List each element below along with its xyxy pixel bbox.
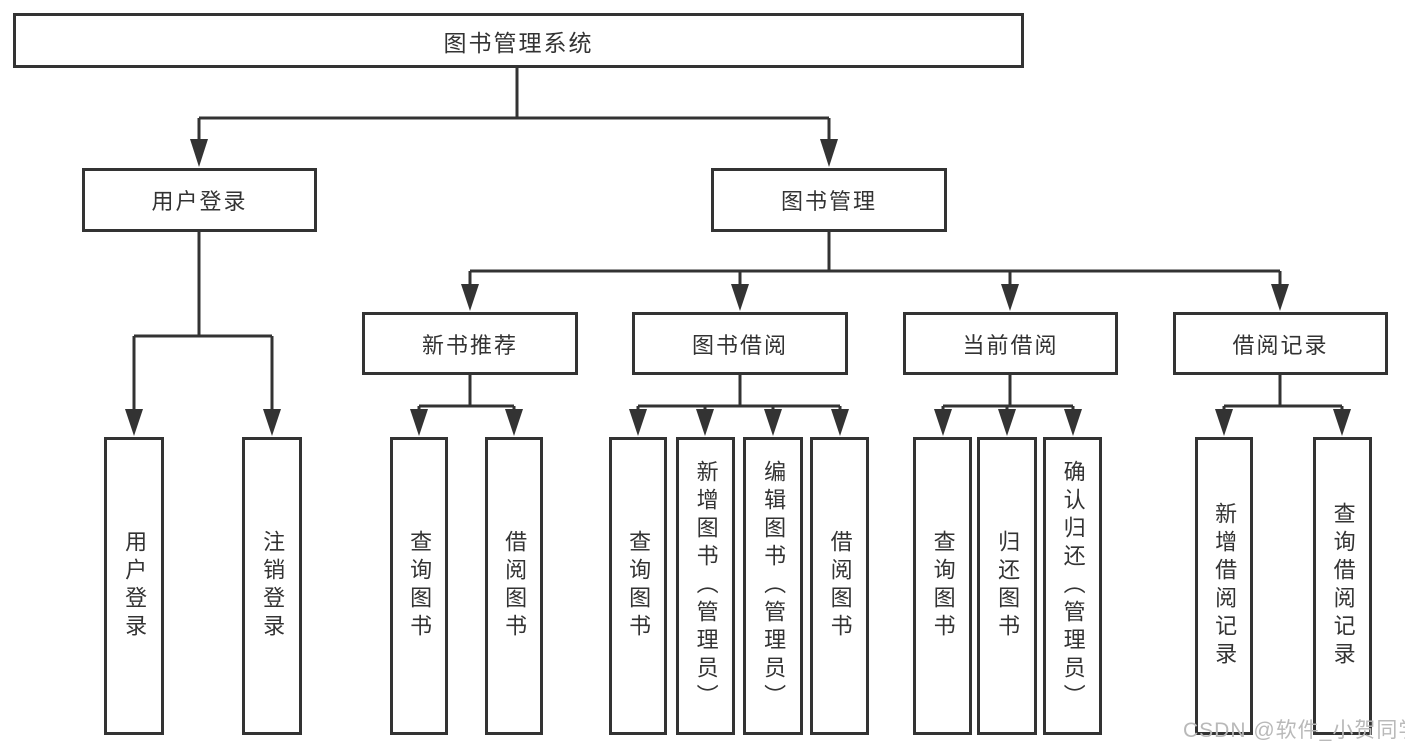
leaf-edit-book-admin: 编辑图书（管理员） [743, 437, 803, 735]
arrowhead [998, 409, 1016, 436]
node-library-management-system: 图书管理系统 [13, 13, 1024, 68]
arrowhead [1064, 409, 1082, 436]
node-label: 确认归还（管理员） [1060, 460, 1086, 712]
leaf-add-borrow-record: 新增借阅记录 [1195, 437, 1253, 735]
arrowhead [125, 409, 143, 436]
node-label: 新书推荐 [421, 332, 518, 358]
node-label: 借阅图书 [502, 530, 528, 642]
arrowhead [190, 139, 208, 167]
node-book-management: 图书管理 [711, 168, 947, 232]
node-label: 用户登录 [151, 189, 248, 214]
node-label: 图书管理 [780, 189, 877, 214]
leaf-query-book-recommend: 查询图书 [390, 437, 448, 735]
arrowhead [1215, 409, 1233, 436]
leaf-query-book-borrow: 查询图书 [609, 437, 667, 735]
leaf-borrow-book: 借阅图书 [810, 437, 869, 735]
node-current-borrow: 当前借阅 [903, 312, 1118, 375]
node-user-login: 用户登录 [82, 168, 317, 232]
arrowhead [696, 409, 714, 436]
arrowhead [629, 409, 647, 436]
connector-paths [132, 68, 1344, 412]
arrowhead [1333, 409, 1351, 436]
node-label: 图书借阅 [691, 332, 788, 358]
leaf-add-book-admin: 新增图书（管理员） [676, 437, 735, 735]
node-label: 注销登录 [260, 530, 286, 642]
leaf-borrow-book-recommend: 借阅图书 [485, 437, 543, 735]
leaf-query-book-current: 查询图书 [913, 437, 972, 735]
arrowhead [764, 409, 782, 436]
arrowhead [461, 284, 479, 311]
connector-manage-to-level3 [468, 232, 1282, 287]
node-book-borrow: 图书借阅 [632, 312, 848, 375]
node-label: 当前借阅 [962, 332, 1059, 358]
arrowhead [831, 409, 849, 436]
node-label: 新增图书（管理员） [693, 460, 719, 712]
arrowhead [1001, 284, 1019, 311]
arrowhead [505, 409, 523, 436]
connector-recommend-to-leaves [417, 375, 516, 412]
node-label: 归还图书 [995, 530, 1021, 642]
node-label: 借阅记录 [1232, 332, 1329, 358]
node-label: 新增借阅记录 [1212, 502, 1238, 670]
arrowhead [731, 284, 749, 311]
leaf-user-login: 用户登录 [104, 437, 164, 735]
node-label: 查询借阅记录 [1330, 502, 1356, 670]
connector-record-to-leaves [1222, 375, 1344, 412]
node-new-book-recommend: 新书推荐 [362, 312, 578, 375]
node-label: 图书管理系统 [443, 29, 594, 56]
leaf-return-book: 归还图书 [977, 437, 1037, 735]
connector-arrowheads [125, 139, 1351, 436]
watermark: CSDN @软件_小贺同学 [1183, 719, 1405, 742]
arrowhead [263, 409, 281, 436]
arrowhead [1271, 284, 1289, 311]
connector-current-to-leaves [941, 375, 1075, 412]
connector-login-to-leaves [132, 232, 274, 412]
node-label: 借阅图书 [827, 530, 853, 642]
node-label: 编辑图书（管理员） [761, 460, 787, 712]
leaf-confirm-return-admin: 确认归还（管理员） [1043, 437, 1102, 735]
node-borrow-record: 借阅记录 [1173, 312, 1388, 375]
node-label: 查询图书 [407, 530, 433, 642]
arrowhead [934, 409, 952, 436]
leaf-query-borrow-record: 查询借阅记录 [1313, 437, 1372, 735]
node-label: 用户登录 [122, 530, 148, 642]
arrowhead [410, 409, 428, 436]
connector-borrow-to-leaves [636, 375, 842, 412]
arrowhead [820, 139, 838, 167]
node-label: 查询图书 [930, 530, 956, 642]
leaf-logout: 注销登录 [242, 437, 302, 735]
connector-root-to-level2 [197, 68, 831, 142]
node-label: 查询图书 [626, 530, 652, 642]
